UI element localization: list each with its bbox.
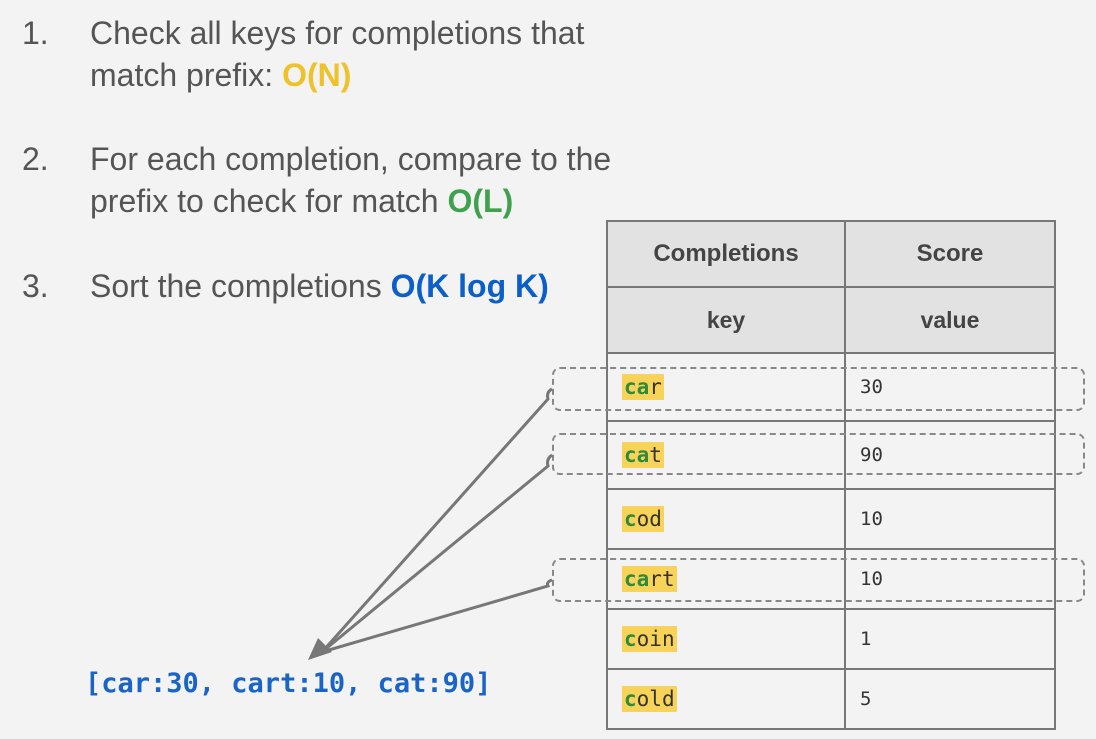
table-row: cat 90 [606,420,1056,490]
arrowhead-icon [308,638,332,660]
header-value: value [844,286,1056,354]
arrow-car [320,387,553,653]
table-subheader-row: key value [606,286,1056,354]
key-cell: cart [622,566,677,592]
key-cell: car [622,374,664,400]
complexity-l: O(L) [447,183,514,219]
match-highlight-cat [552,433,1085,475]
table-header-row: Completions Score [606,220,1056,288]
match-highlight-cart [552,558,1085,602]
value-cell: 5 [844,668,1056,730]
step-text: Check all keys for completions that [90,15,585,51]
step-number: 2. [22,141,49,177]
value-cell: 90 [844,420,1056,490]
table-row: coin 1 [606,608,1056,670]
completions-table: Completions Score key value car 30 cat 9… [606,220,1056,730]
header-completions: Completions [606,220,846,288]
value-cell: 10 [844,488,1056,550]
arrow-cat [321,453,553,654]
header-score: Score [844,220,1056,288]
step-text: prefix to check for match [90,183,448,219]
key-cell: cat [622,442,664,468]
complexity-k: O(K log K) [390,268,549,304]
result-list: [car:30, cart:10, cat:90] [85,668,492,699]
key-cell: coin [622,626,677,652]
match-highlight-car [552,367,1085,411]
table-row: cold 5 [606,668,1056,730]
complexity-n: O(N) [282,57,352,93]
step-text: Sort the completions [90,268,391,304]
step-text: match prefix: [90,57,283,93]
key-cell: cod [622,506,664,532]
step-text: For each completion, compare to the [90,141,612,177]
key-cell: cold [622,686,677,712]
step-number: 1. [22,15,49,51]
value-cell: 1 [844,608,1056,670]
arrow-cart [321,578,553,654]
step-number: 3. [22,268,49,304]
table-row: cod 10 [606,488,1056,550]
header-key: key [606,286,846,354]
